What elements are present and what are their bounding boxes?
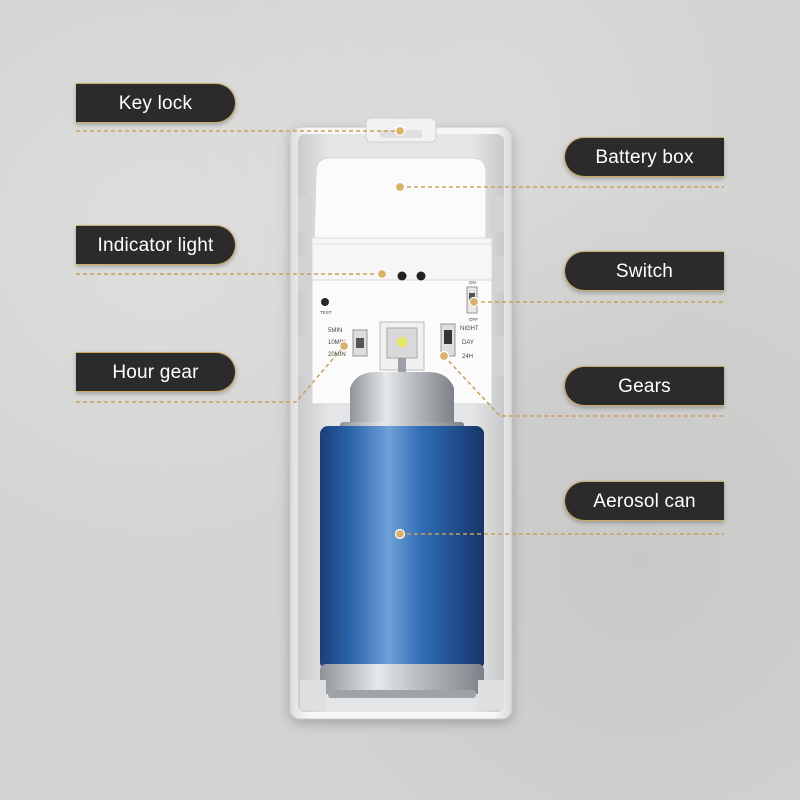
housing-bottom bbox=[300, 680, 504, 710]
dot-battery-box bbox=[394, 181, 406, 193]
dot-key-lock bbox=[394, 125, 406, 137]
control-panel bbox=[311, 271, 493, 405]
aerosol-can bbox=[320, 358, 484, 698]
callout-indicator-light: Indicator light bbox=[76, 225, 236, 265]
switch-right-label: 24H bbox=[462, 354, 473, 360]
test-button-label: TEST bbox=[320, 310, 332, 315]
callout-battery-box: Battery box bbox=[564, 137, 724, 177]
housing-ribs bbox=[298, 196, 504, 376]
dot-indicator-light bbox=[376, 268, 388, 280]
dot-switch bbox=[468, 296, 480, 308]
switch-right-label: NIGHT bbox=[460, 326, 479, 332]
callout-aerosol-can: Aerosol can bbox=[564, 481, 724, 521]
switch-right-label: DAY bbox=[462, 340, 474, 346]
indicator-led-2 bbox=[416, 271, 426, 281]
test-button bbox=[321, 298, 329, 306]
switch-left-label: 5MIN bbox=[328, 328, 342, 334]
power-switch-label: ON bbox=[469, 280, 476, 285]
callout-hour-gear: Hour gear bbox=[76, 352, 236, 392]
leader-gears bbox=[443, 355, 724, 417]
target-dots bbox=[338, 125, 480, 540]
leader-lines bbox=[76, 130, 724, 535]
power-switch-label: OFF bbox=[469, 317, 478, 322]
callout-switch: Switch bbox=[564, 251, 724, 291]
dot-gears bbox=[438, 350, 450, 362]
dot-hour-gear bbox=[338, 340, 350, 352]
callout-gears: Gears bbox=[564, 366, 724, 406]
indicator-led-1 bbox=[397, 271, 407, 281]
dot-aerosol-can bbox=[394, 528, 406, 540]
switch-left-label: 10MIN bbox=[328, 340, 346, 346]
leader-hour-gear bbox=[76, 345, 345, 403]
battery-box bbox=[311, 157, 493, 281]
callout-key-lock: Key lock bbox=[76, 83, 236, 123]
